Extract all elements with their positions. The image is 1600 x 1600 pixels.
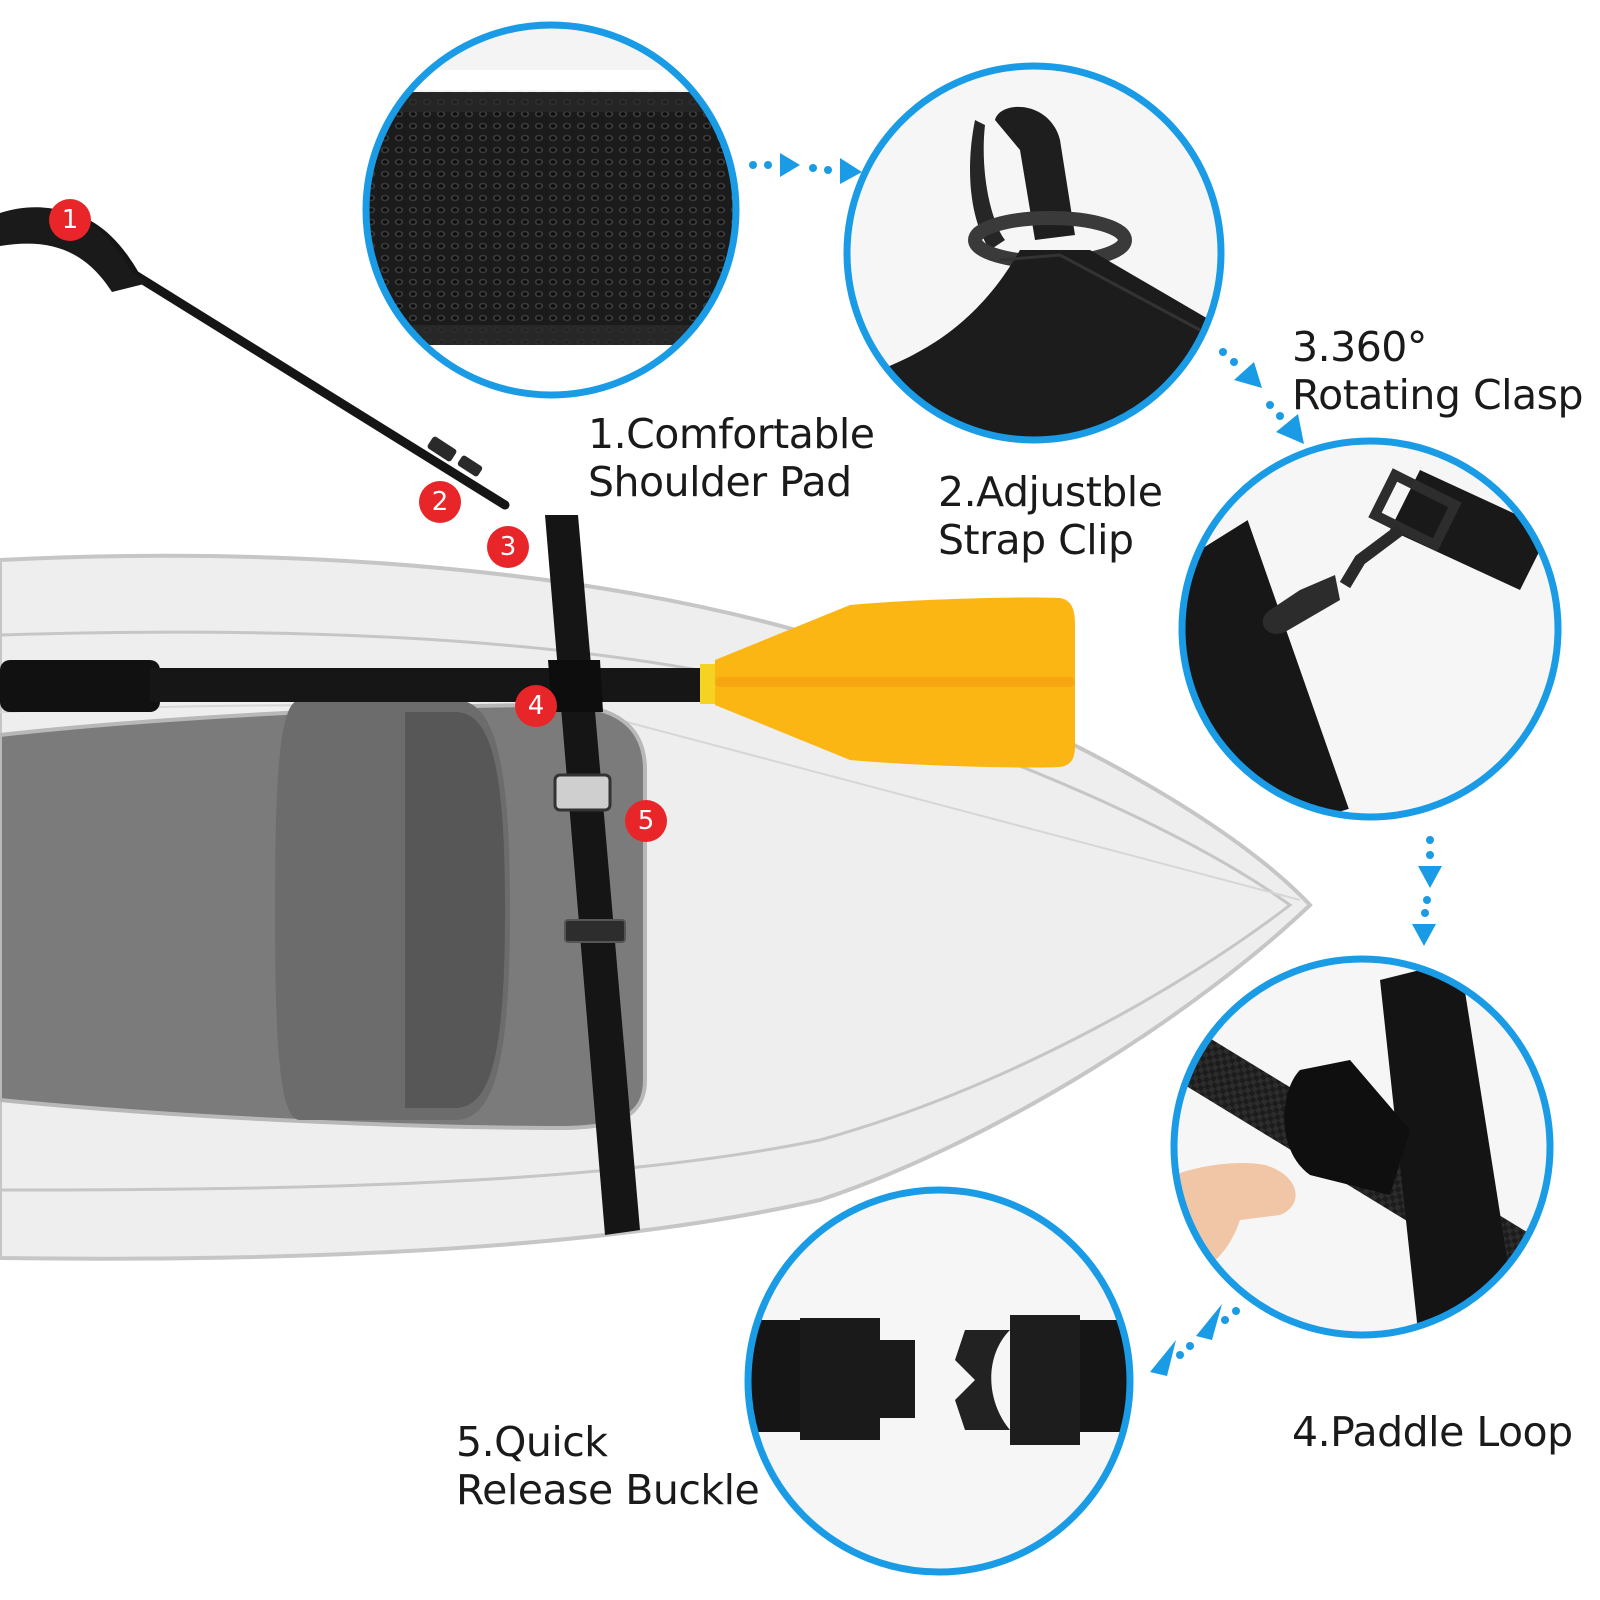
detail-circle-strap-clip [843,62,1225,444]
feature-label-strap-clip-line-2: Strap Clip [938,516,1134,564]
feature-label-rotating-clasp: 3.360° Rotating Clasp [1292,323,1583,419]
feature-label-rotating-clasp-line-1: 3.360° [1292,323,1427,371]
connector-1-to-2 [749,153,862,184]
feature-label-paddle-loop-line-1: 4.Paddle Loop [1292,1408,1573,1456]
marker-5-number: 5 [638,806,655,836]
connector-2-to-3 [1219,348,1304,444]
connector-3-to-4 [1412,836,1442,946]
kayak-illustration [0,553,1313,1261]
feature-label-strap-clip: 2.Adjustble Strap Clip [938,468,1163,564]
detail-circle-rotating-clasp [1178,437,1562,821]
kayak-deck-line [0,630,1293,1192]
strap-clip-small [427,436,457,462]
shoulder-pad-small [0,207,148,292]
paddle-grip [0,660,160,712]
marker-4-number: 4 [528,691,545,721]
kayak-seat-back [405,712,505,1108]
mesh-pad-photo [366,92,736,345]
feature-label-shoulder-pad: 1.Comfortable Shoulder Pad [588,410,875,506]
feature-label-quick-release-buckle: 5.Quick Release Buckle [456,1418,760,1514]
marker-2-number: 2 [432,487,449,517]
strap-clip-photo [880,106,1210,440]
buckle-photo [748,1315,1130,1445]
marker-3: 3 [487,526,529,568]
marker-5: 5 [625,800,667,842]
paddle-loop-photo [1174,960,1540,1335]
carry-strap-illustration [0,207,640,1235]
dotted-connectors [749,153,1442,1376]
feature-markers: 1 2 3 4 5 [49,199,667,842]
paddle-loop-small [548,660,603,712]
marker-2: 2 [419,481,461,523]
marker-1-number: 1 [62,205,79,235]
feature-label-paddle-loop: 4.Paddle Loop [1292,1408,1573,1456]
marker-3-number: 3 [500,532,517,562]
feature-label-quick-release-buckle-line-2: Release Buckle [456,1466,760,1514]
paddle-illustration [0,597,1075,768]
marker-1: 1 [49,199,91,241]
feature-label-rotating-clasp-line-2: Rotating Clasp [1292,371,1583,419]
buckle-small [553,773,612,812]
feature-label-strap-clip-line-1: 2.Adjustble [938,468,1163,516]
marker-4: 4 [515,685,557,727]
slider-small [564,919,626,943]
feature-label-shoulder-pad-line-2: Shoulder Pad [588,458,852,506]
detail-circle-paddle-loop [1170,955,1554,1339]
feature-label-shoulder-pad-line-1: 1.Comfortable [588,410,875,458]
connector-4-to-5 [1150,1304,1240,1376]
detail-circle-quick-release-buckle [744,1186,1134,1576]
feature-label-quick-release-buckle-line-1: 5.Quick [456,1418,608,1466]
paddle-shaft [150,668,705,702]
strap-clip-small-2 [457,455,483,477]
detail-circle-shoulder-pad [362,21,740,399]
